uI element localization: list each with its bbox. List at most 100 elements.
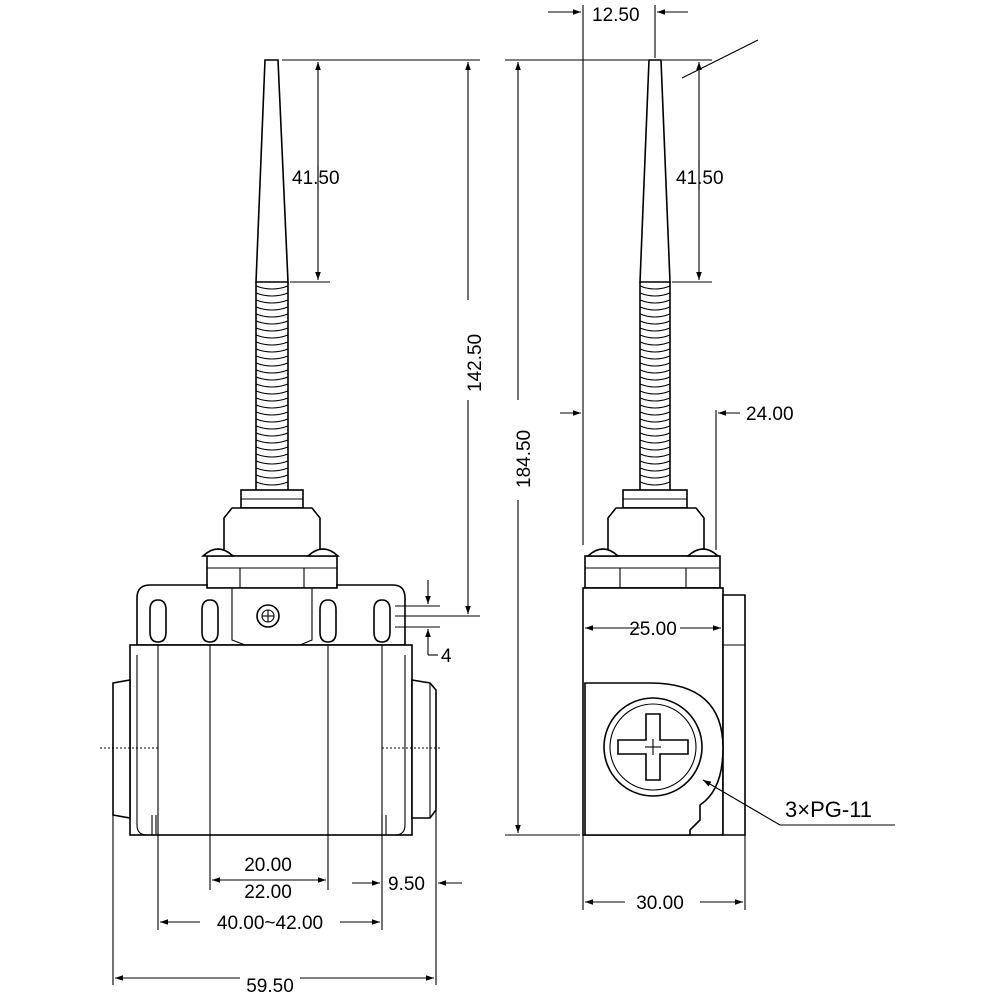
spring-coil: [255, 404, 289, 409]
spring-coil: [255, 397, 289, 402]
spring-coil: [255, 355, 289, 360]
front-hub-right: [411, 679, 437, 819]
front-slot-offset-label: 4: [441, 646, 452, 667]
spring-coil: [639, 306, 671, 311]
side-conduit-label: 3×PG-11: [785, 797, 872, 822]
side-body-width-label: 25.00: [629, 619, 677, 640]
spring-coil: [255, 299, 289, 304]
spring-coil: [255, 362, 289, 367]
side-screw-head-left: [585, 548, 621, 557]
side-rod-tip: [639, 59, 671, 283]
spring-coil: [255, 348, 289, 353]
side-base-width-label: 30.00: [636, 893, 684, 914]
spring-coil: [255, 453, 289, 458]
front-body: [129, 644, 413, 836]
front-screw-head-right: [305, 548, 341, 557]
front-head: [206, 555, 338, 589]
spring-coil: [255, 418, 289, 423]
spring-coil: [639, 292, 671, 297]
spring-coil: [639, 320, 671, 325]
spring-coil: [255, 481, 289, 486]
side-spring: [639, 282, 671, 490]
front-rod-taper-label: 41.50: [292, 168, 340, 189]
spring-coil: [639, 376, 671, 381]
spring-coil: [639, 439, 671, 444]
spring-coil: [639, 285, 671, 290]
spring-coil: [639, 348, 671, 353]
spring-coil: [639, 481, 671, 486]
spring-coil: [255, 467, 289, 472]
spring-coil: [639, 383, 671, 388]
spring-coil: [255, 306, 289, 311]
spring-coil: [255, 439, 289, 444]
front-side-hub-label: 9.50: [388, 874, 425, 895]
spring-coil: [639, 299, 671, 304]
side-conduit-boss: [584, 682, 724, 836]
spring-coil: [639, 313, 671, 318]
spring-coil: [255, 285, 289, 290]
spring-coil: [639, 369, 671, 374]
spring-coil: [255, 383, 289, 388]
side-rod-taper-label: 41.50: [676, 168, 724, 189]
spring-coil: [639, 460, 671, 465]
spring-coil: [255, 369, 289, 374]
spring-coil: [639, 334, 671, 339]
front-total-height-label: 142.50: [465, 334, 486, 392]
spring-coil: [639, 467, 671, 472]
spring-coil: [639, 418, 671, 423]
spring-coil: [255, 341, 289, 346]
spring-coil: [639, 362, 671, 367]
spring-coil: [255, 320, 289, 325]
front-spring: [255, 282, 289, 490]
side-total-height-label: 184.50: [514, 430, 535, 488]
side-rod-diameter-label: 12.50: [592, 5, 640, 26]
spring-coil: [255, 292, 289, 297]
spring-coil: [255, 376, 289, 381]
spring-coil: [639, 474, 671, 479]
front-rod-tip: [255, 59, 289, 283]
side-collar: [607, 507, 705, 557]
front-inner-hole-b-label: 22.00: [244, 882, 292, 903]
spring-coil: [639, 411, 671, 416]
front-hub-left: [112, 679, 131, 819]
spring-coil: [639, 404, 671, 409]
side-head: [584, 555, 721, 589]
spring-coil: [639, 327, 671, 332]
front-collar: [223, 507, 321, 557]
spring-coil: [255, 334, 289, 339]
spring-coil: [255, 327, 289, 332]
front-total-width-label: 59.50: [246, 976, 294, 997]
side-body-top-label: 24.00: [746, 404, 794, 425]
spring-coil: [639, 397, 671, 402]
spring-coil: [255, 432, 289, 437]
side-conduit-cap: [603, 697, 703, 797]
spring-coil: [639, 341, 671, 346]
spring-coil: [639, 453, 671, 458]
spring-coil: [639, 355, 671, 360]
front-slot-3: [319, 599, 337, 643]
front-mount-plate: [136, 584, 406, 646]
front-view: 41.50 142.50 4 20.00 22.00 9.50 40.: [100, 59, 486, 997]
side-view: 12.50 41.50 184.50 24.00 25.00 30.00 3×P: [505, 5, 895, 914]
spring-coil: [255, 390, 289, 395]
spring-coil: [255, 474, 289, 479]
spring-coil: [255, 425, 289, 430]
spring-coil: [255, 446, 289, 451]
spring-coil: [255, 460, 289, 465]
spring-coil: [255, 313, 289, 318]
front-inner-hole-a-label: 20.00: [244, 855, 292, 876]
spring-coil: [639, 446, 671, 451]
side-cross-slot: [617, 713, 689, 781]
front-slot-4: [373, 599, 391, 643]
side-screw-head-right: [685, 548, 721, 557]
spring-coil: [639, 425, 671, 430]
front-slot-2: [201, 599, 219, 643]
front-screw-head-left: [200, 548, 236, 557]
front-outer-hole-span-label: 40.00~42.00: [217, 913, 323, 934]
front-slot-1: [149, 599, 167, 643]
spring-coil: [255, 411, 289, 416]
spring-coil: [639, 432, 671, 437]
side-back-plate: [722, 594, 746, 836]
spring-coil: [639, 390, 671, 395]
front-center-screw: [256, 604, 280, 628]
